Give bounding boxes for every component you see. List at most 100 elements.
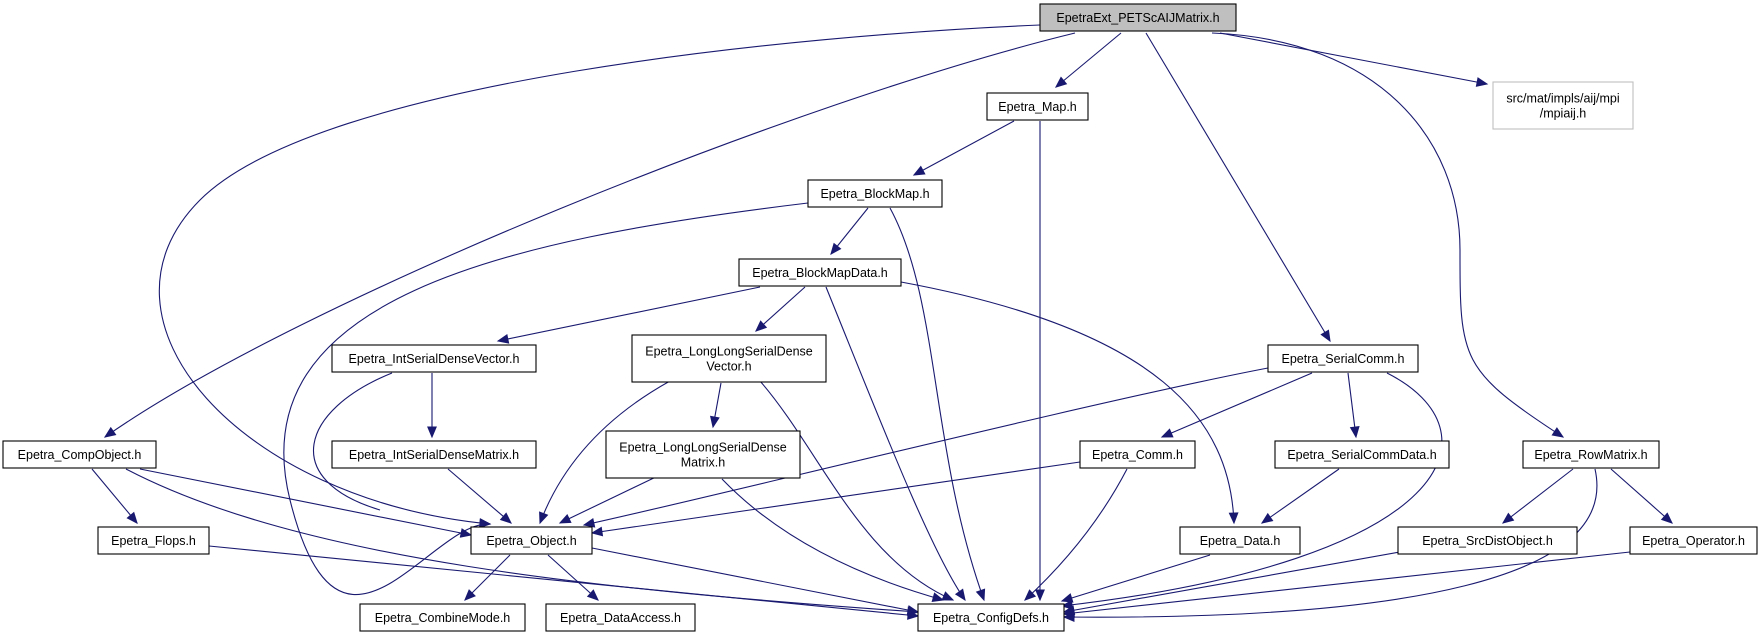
edge-line xyxy=(721,478,944,601)
edge-llmat-to-object xyxy=(558,474,661,524)
node-label: Epetra_LongLongSerialDense xyxy=(619,441,787,455)
node-box xyxy=(807,179,943,208)
node-label: EpetraExt_PETScAIJMatrix.h xyxy=(1056,11,1219,25)
edge-arrowhead xyxy=(954,588,966,602)
node-label: src/mat/impls/aij/mpi xyxy=(1506,92,1619,106)
edge-line xyxy=(759,380,954,601)
node-box xyxy=(1267,344,1419,373)
edge-line xyxy=(208,545,919,617)
node-label: Epetra_Flops.h xyxy=(111,534,196,548)
node-serialcommdata[interactable]: Epetra_SerialCommData.h xyxy=(1274,440,1450,469)
edge-arrowhead xyxy=(1024,589,1037,601)
edge-line xyxy=(1063,551,1631,615)
edge-comm-to-configdefs xyxy=(1024,468,1128,601)
node-intvec[interactable]: Epetra_IntSerialDenseVector.h xyxy=(331,344,537,373)
edge-object-to-combinemode xyxy=(464,554,511,601)
node-box xyxy=(1079,440,1196,469)
edge-line xyxy=(104,32,1076,438)
edge-line xyxy=(447,468,512,524)
edge-arrowhead xyxy=(1320,329,1331,343)
edge-data-to-configdefs xyxy=(1060,554,1211,603)
edge-line xyxy=(1061,372,1443,607)
node-label: Epetra_Map.h xyxy=(998,100,1077,114)
edge-serialcommdata-to-data xyxy=(1260,468,1340,524)
node-srcdist[interactable]: Epetra_SrcDistObject.h xyxy=(1397,526,1578,555)
edge-serialcomm-to-configdefs xyxy=(1060,372,1443,610)
edge-arrowhead xyxy=(1062,607,1075,618)
edge-line xyxy=(497,286,761,342)
node-blockmapdata[interactable]: Epetra_BlockMapData.h xyxy=(738,258,902,287)
edge-line xyxy=(591,547,919,613)
node-label: Epetra_IntSerialDenseMatrix.h xyxy=(349,448,519,462)
node-serialcomm[interactable]: Epetra_SerialComm.h xyxy=(1267,344,1419,373)
edge-arrowhead xyxy=(590,526,604,537)
edge-rowmatrix-to-operator xyxy=(1610,468,1673,524)
node-rowmatrix[interactable]: Epetra_RowMatrix.h xyxy=(1522,440,1660,469)
node-configdefs[interactable]: Epetra_ConfigDefs.h xyxy=(917,603,1065,632)
edge-line xyxy=(755,286,806,332)
node-box xyxy=(1522,440,1660,469)
node-box xyxy=(605,430,801,479)
edge-root-to-object xyxy=(158,24,1041,528)
node-compobject[interactable]: Epetra_CompObject.h xyxy=(2,440,157,469)
edge-arrowhead xyxy=(103,426,117,438)
edge-comm-to-object xyxy=(590,461,1081,537)
edge-line xyxy=(1061,554,1211,602)
edge-arrowhead xyxy=(1060,593,1074,603)
edge-line xyxy=(1610,468,1673,524)
edge-arrowhead xyxy=(912,165,926,176)
node-comm[interactable]: Epetra_Comm.h xyxy=(1079,440,1196,469)
edge-arrowhead xyxy=(975,588,986,602)
node-label: Epetra_SerialCommData.h xyxy=(1287,448,1436,462)
edge-line xyxy=(539,380,671,524)
node-box xyxy=(631,334,827,383)
edge-arrowhead xyxy=(906,605,920,615)
node-box xyxy=(1397,526,1578,555)
edge-arrowhead xyxy=(496,334,510,344)
edge-llmat-to-configdefs xyxy=(721,478,945,602)
edge-line xyxy=(825,286,966,601)
edge-line xyxy=(1347,372,1357,438)
edge-arrowhead xyxy=(941,591,955,601)
node-blockmap[interactable]: Epetra_BlockMap.h xyxy=(807,179,943,208)
edge-arrowhead xyxy=(558,513,572,524)
node-flops[interactable]: Epetra_Flops.h xyxy=(97,526,210,555)
edge-arrowhead xyxy=(1055,76,1068,88)
edge-line xyxy=(283,202,809,596)
node-operator[interactable]: Epetra_Operator.h xyxy=(1629,526,1758,555)
edge-object-to-dataaccess xyxy=(547,554,599,601)
edge-root-to-serialcomm xyxy=(1145,32,1331,343)
node-label: Matrix.h xyxy=(681,456,726,470)
edge-arrowhead xyxy=(1228,512,1239,525)
node-box xyxy=(331,440,537,469)
node-object[interactable]: Epetra_Object.h xyxy=(470,526,593,555)
node-box xyxy=(97,526,210,555)
node-label: Epetra_Data.h xyxy=(1200,534,1281,548)
edge-arrowhead xyxy=(582,517,596,528)
node-box xyxy=(331,344,537,373)
edge-arrowhead xyxy=(830,242,842,256)
node-combinemode[interactable]: Epetra_CombineMode.h xyxy=(359,603,526,632)
edge-serialcomm-to-object xyxy=(582,367,1269,528)
edge-line xyxy=(1261,468,1340,524)
edge-map-to-blockmap xyxy=(912,120,1015,176)
node-data[interactable]: Epetra_Data.h xyxy=(1179,526,1301,555)
node-label: Epetra_SrcDistObject.h xyxy=(1422,534,1553,548)
edge-compobject-to-flops xyxy=(91,468,138,524)
edge-arrowhead xyxy=(459,528,473,538)
node-intmat[interactable]: Epetra_IntSerialDenseMatrix.h xyxy=(331,440,537,469)
node-mpiaij[interactable]: src/mat/impls/aij/mpi/mpiaij.h xyxy=(1492,81,1634,130)
node-box xyxy=(917,603,1065,632)
node-box xyxy=(545,603,696,632)
node-root[interactable]: EpetraExt_PETScAIJMatrix.h xyxy=(1039,3,1237,32)
edge-intvec-to-intmat xyxy=(427,373,437,439)
edge-arrowhead xyxy=(1160,428,1174,438)
node-map[interactable]: Epetra_Map.h xyxy=(986,92,1089,121)
node-dataaccess[interactable]: Epetra_DataAccess.h xyxy=(545,603,696,632)
edge-arrowhead xyxy=(931,592,945,602)
edge-line xyxy=(1063,468,1598,618)
edge-line xyxy=(312,372,393,511)
edge-line xyxy=(1502,468,1574,524)
